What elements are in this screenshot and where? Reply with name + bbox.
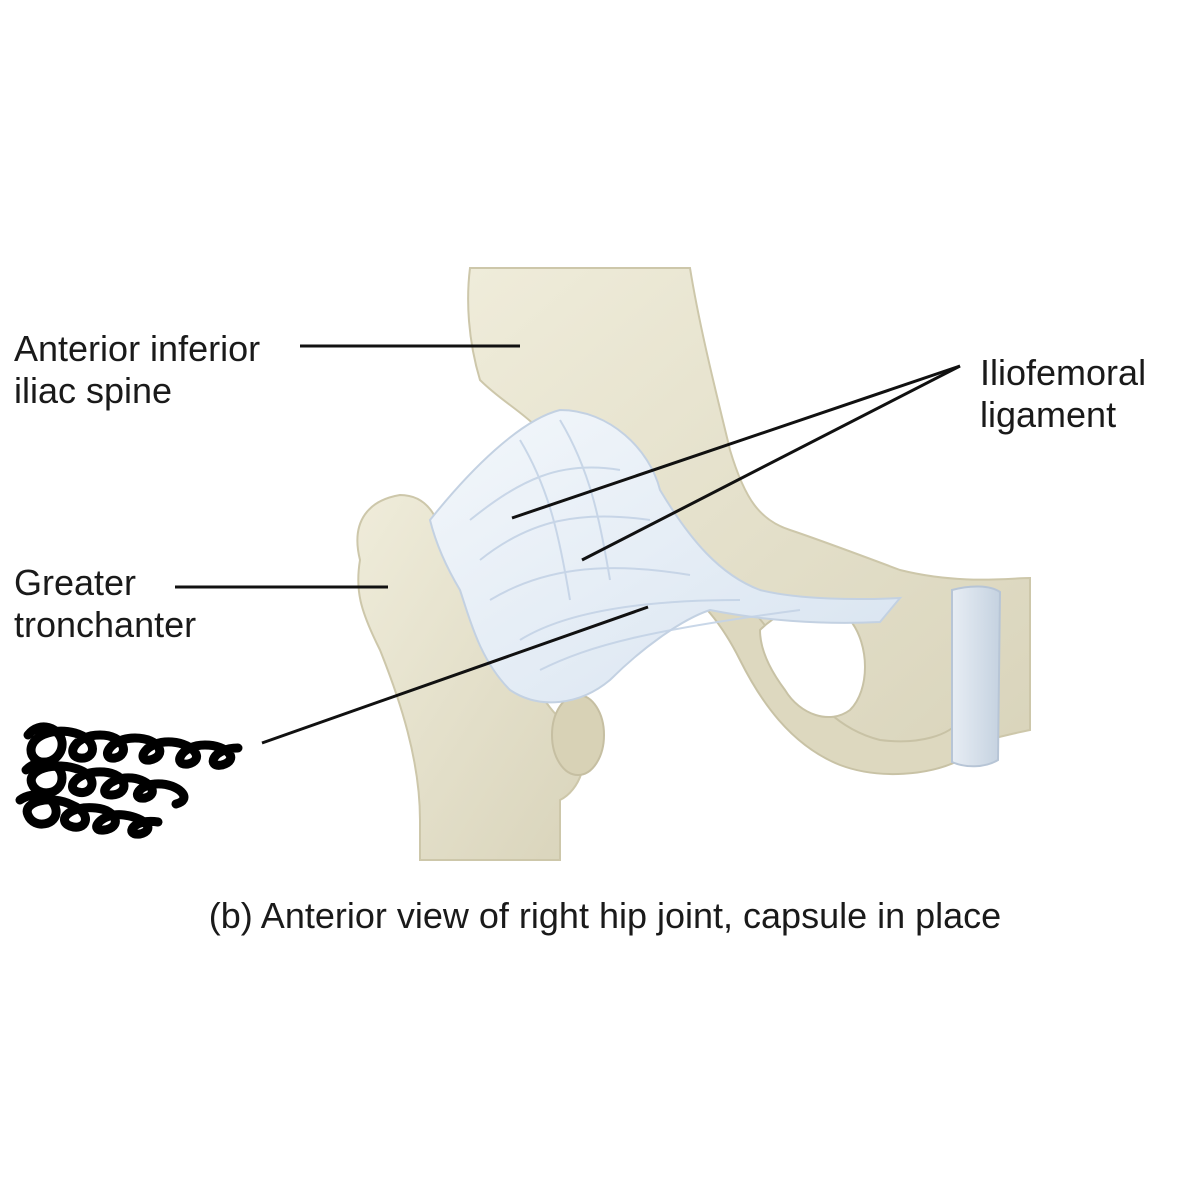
label-anterior-inferior-iliac-spine-line2: iliac spine	[14, 370, 173, 411]
label-iliofemoral-ligament-line2: ligament	[980, 394, 1117, 435]
leader-line-capsule	[261, 605, 649, 745]
leader-line-ilio-2	[581, 364, 961, 562]
scribbled-label-redaction	[15, 722, 243, 839]
leader-lines	[175, 344, 961, 745]
label-anterior-inferior-iliac-spine-line1: Anterior inferior	[14, 328, 261, 369]
iliofemoral-ligament-shape	[428, 408, 903, 704]
lesser-trochanter	[551, 694, 605, 776]
leader-line-ilio-1	[511, 364, 961, 520]
ligament-fibers	[469, 419, 801, 671]
label-greater-trochanter: Greater tronchanter	[14, 562, 196, 646]
pubic-cartilage	[951, 585, 1002, 768]
label-anterior-inferior-iliac-spine: Anterior inferior iliac spine	[14, 328, 260, 412]
label-iliofemoral-ligament: Iliofemoral ligament	[980, 352, 1146, 436]
label-greater-trochanter-line1: Greater	[14, 562, 137, 603]
label-greater-trochanter-line2: tronchanter	[14, 604, 197, 645]
figure-caption: (b) Anterior view of right hip joint, ca…	[208, 895, 1002, 936]
label-iliofemoral-ligament-line1: Iliofemoral	[980, 352, 1147, 393]
